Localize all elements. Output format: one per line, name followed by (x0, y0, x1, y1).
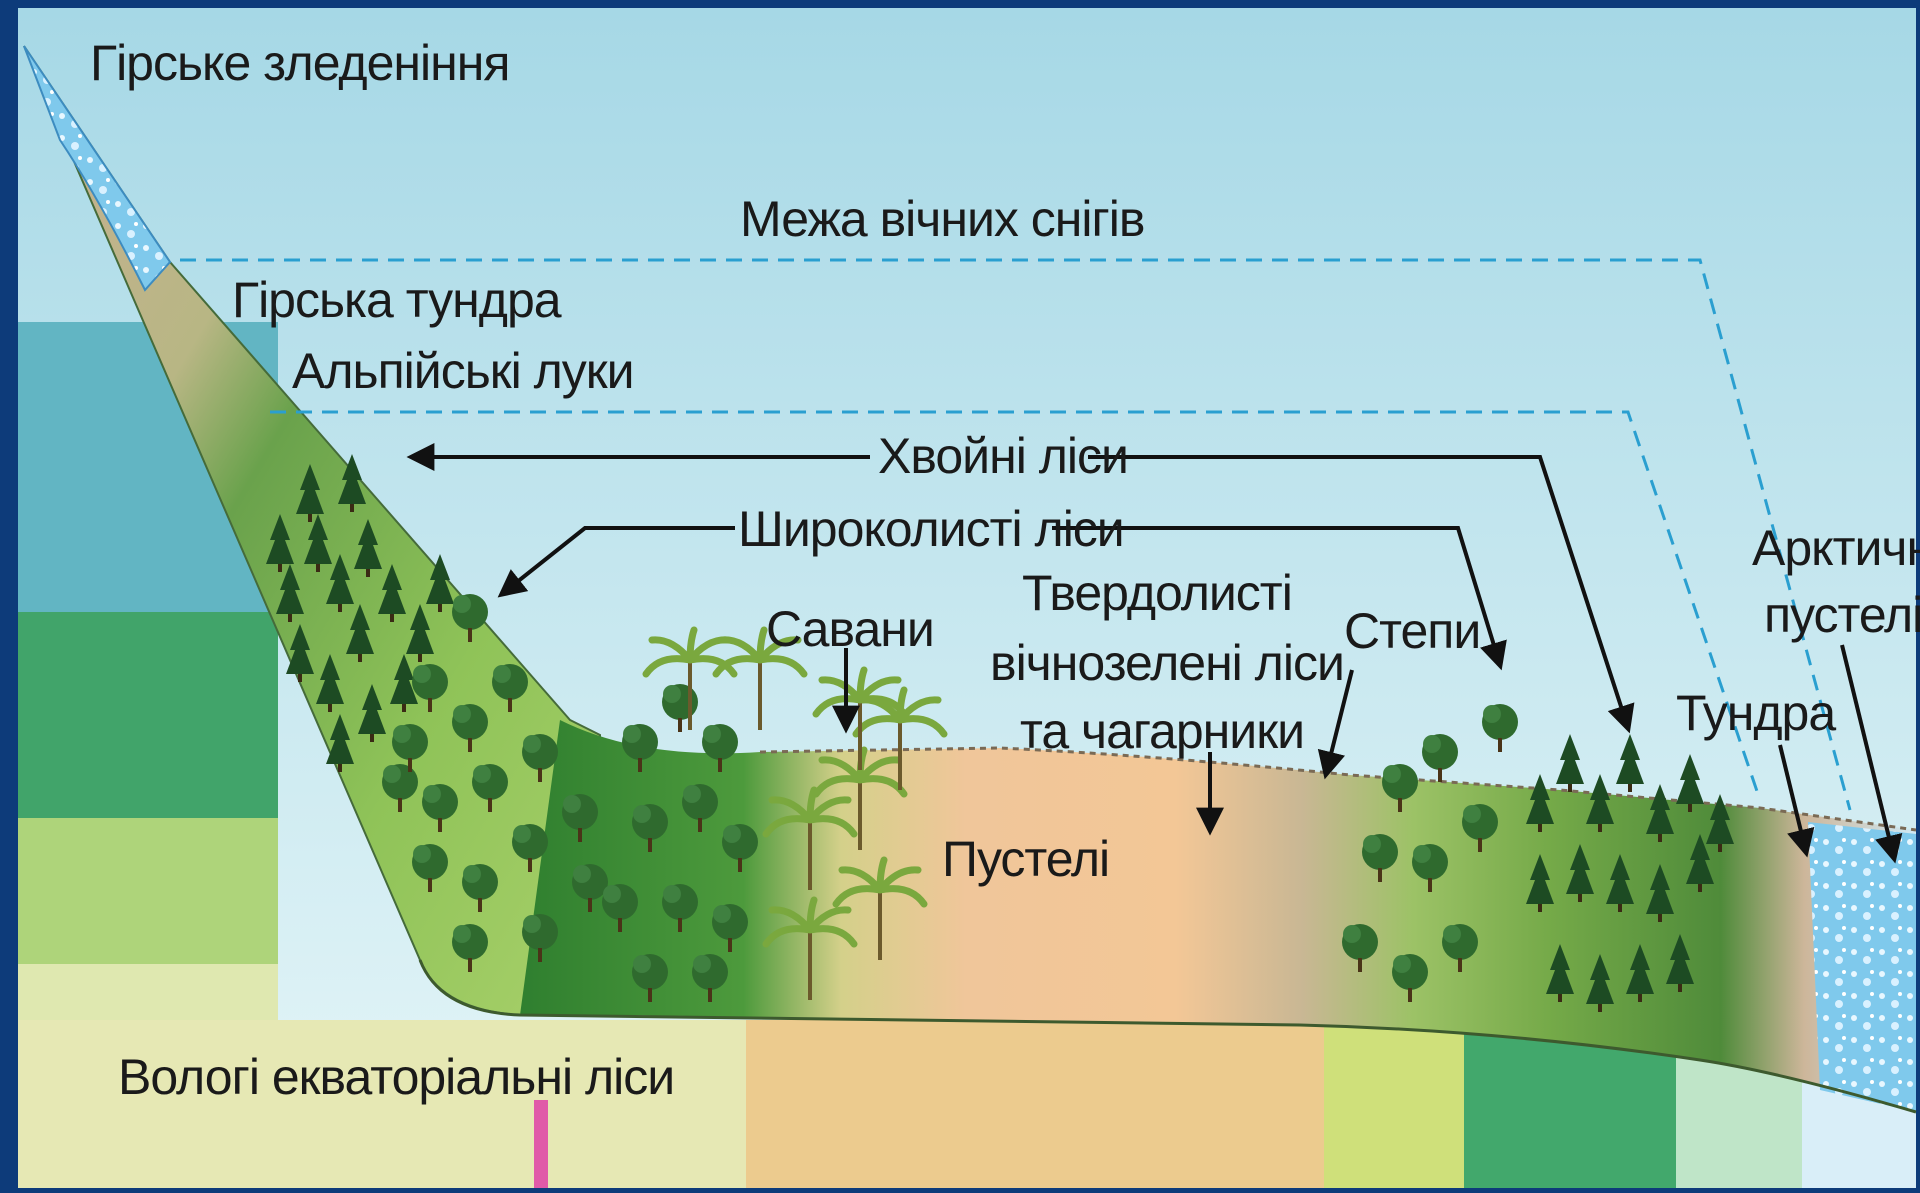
label-coniferous-forests: Хвойні ліси (878, 428, 1128, 484)
label-alpine-meadows: Альпійські луки (292, 343, 634, 399)
label-deserts: Пустелі (942, 831, 1109, 887)
label-arctic-2: пустелі (1764, 587, 1920, 643)
label-broadleaf-forests: Широколисті ліси (738, 501, 1124, 557)
label-hardleaf-2: вічнозелені ліси (990, 635, 1344, 691)
label-mountain-tundra: Гірська тундра (232, 272, 562, 328)
label-savannas: Савани (766, 601, 934, 657)
label-steppes: Степи (1344, 603, 1480, 659)
label-snow-line: Межа вічних снігів (740, 191, 1144, 247)
arctic-desert (1808, 822, 1916, 1112)
label-equatorial-forests: Вологі екваторіальні ліси (118, 1049, 674, 1105)
marker (534, 1100, 548, 1188)
label-mountain-glaciation: Гірське зледеніння (90, 35, 509, 91)
label-hardleaf-3: та чагарники (1020, 703, 1304, 759)
label-hardleaf-1: Твердолисті (1022, 565, 1292, 621)
label-arctic-1: Арктичні (1752, 520, 1920, 576)
label-tundra: Тундра (1676, 685, 1836, 741)
